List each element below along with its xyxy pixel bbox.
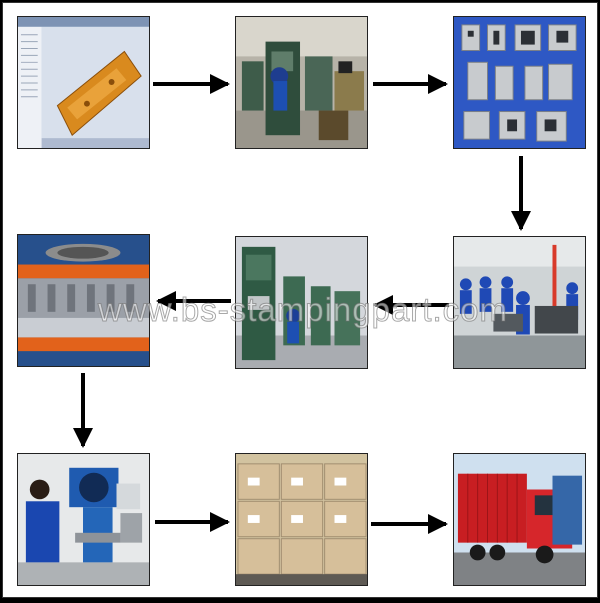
step-8-packaging-photo [235, 453, 368, 586]
step-5-punch-press-photo [235, 236, 368, 369]
step-4-die-assembly-workshop-photo [453, 236, 586, 369]
step-2-wire-cutting-workshop-photo [235, 16, 368, 149]
step-9-shipping-photo [453, 453, 586, 586]
step-6-stamping-die-photo [17, 234, 150, 367]
step-3-die-inserts-photo [453, 16, 586, 149]
step-7-quality-inspection-photo [17, 453, 150, 586]
step-1-cad-design-photo [17, 16, 150, 149]
